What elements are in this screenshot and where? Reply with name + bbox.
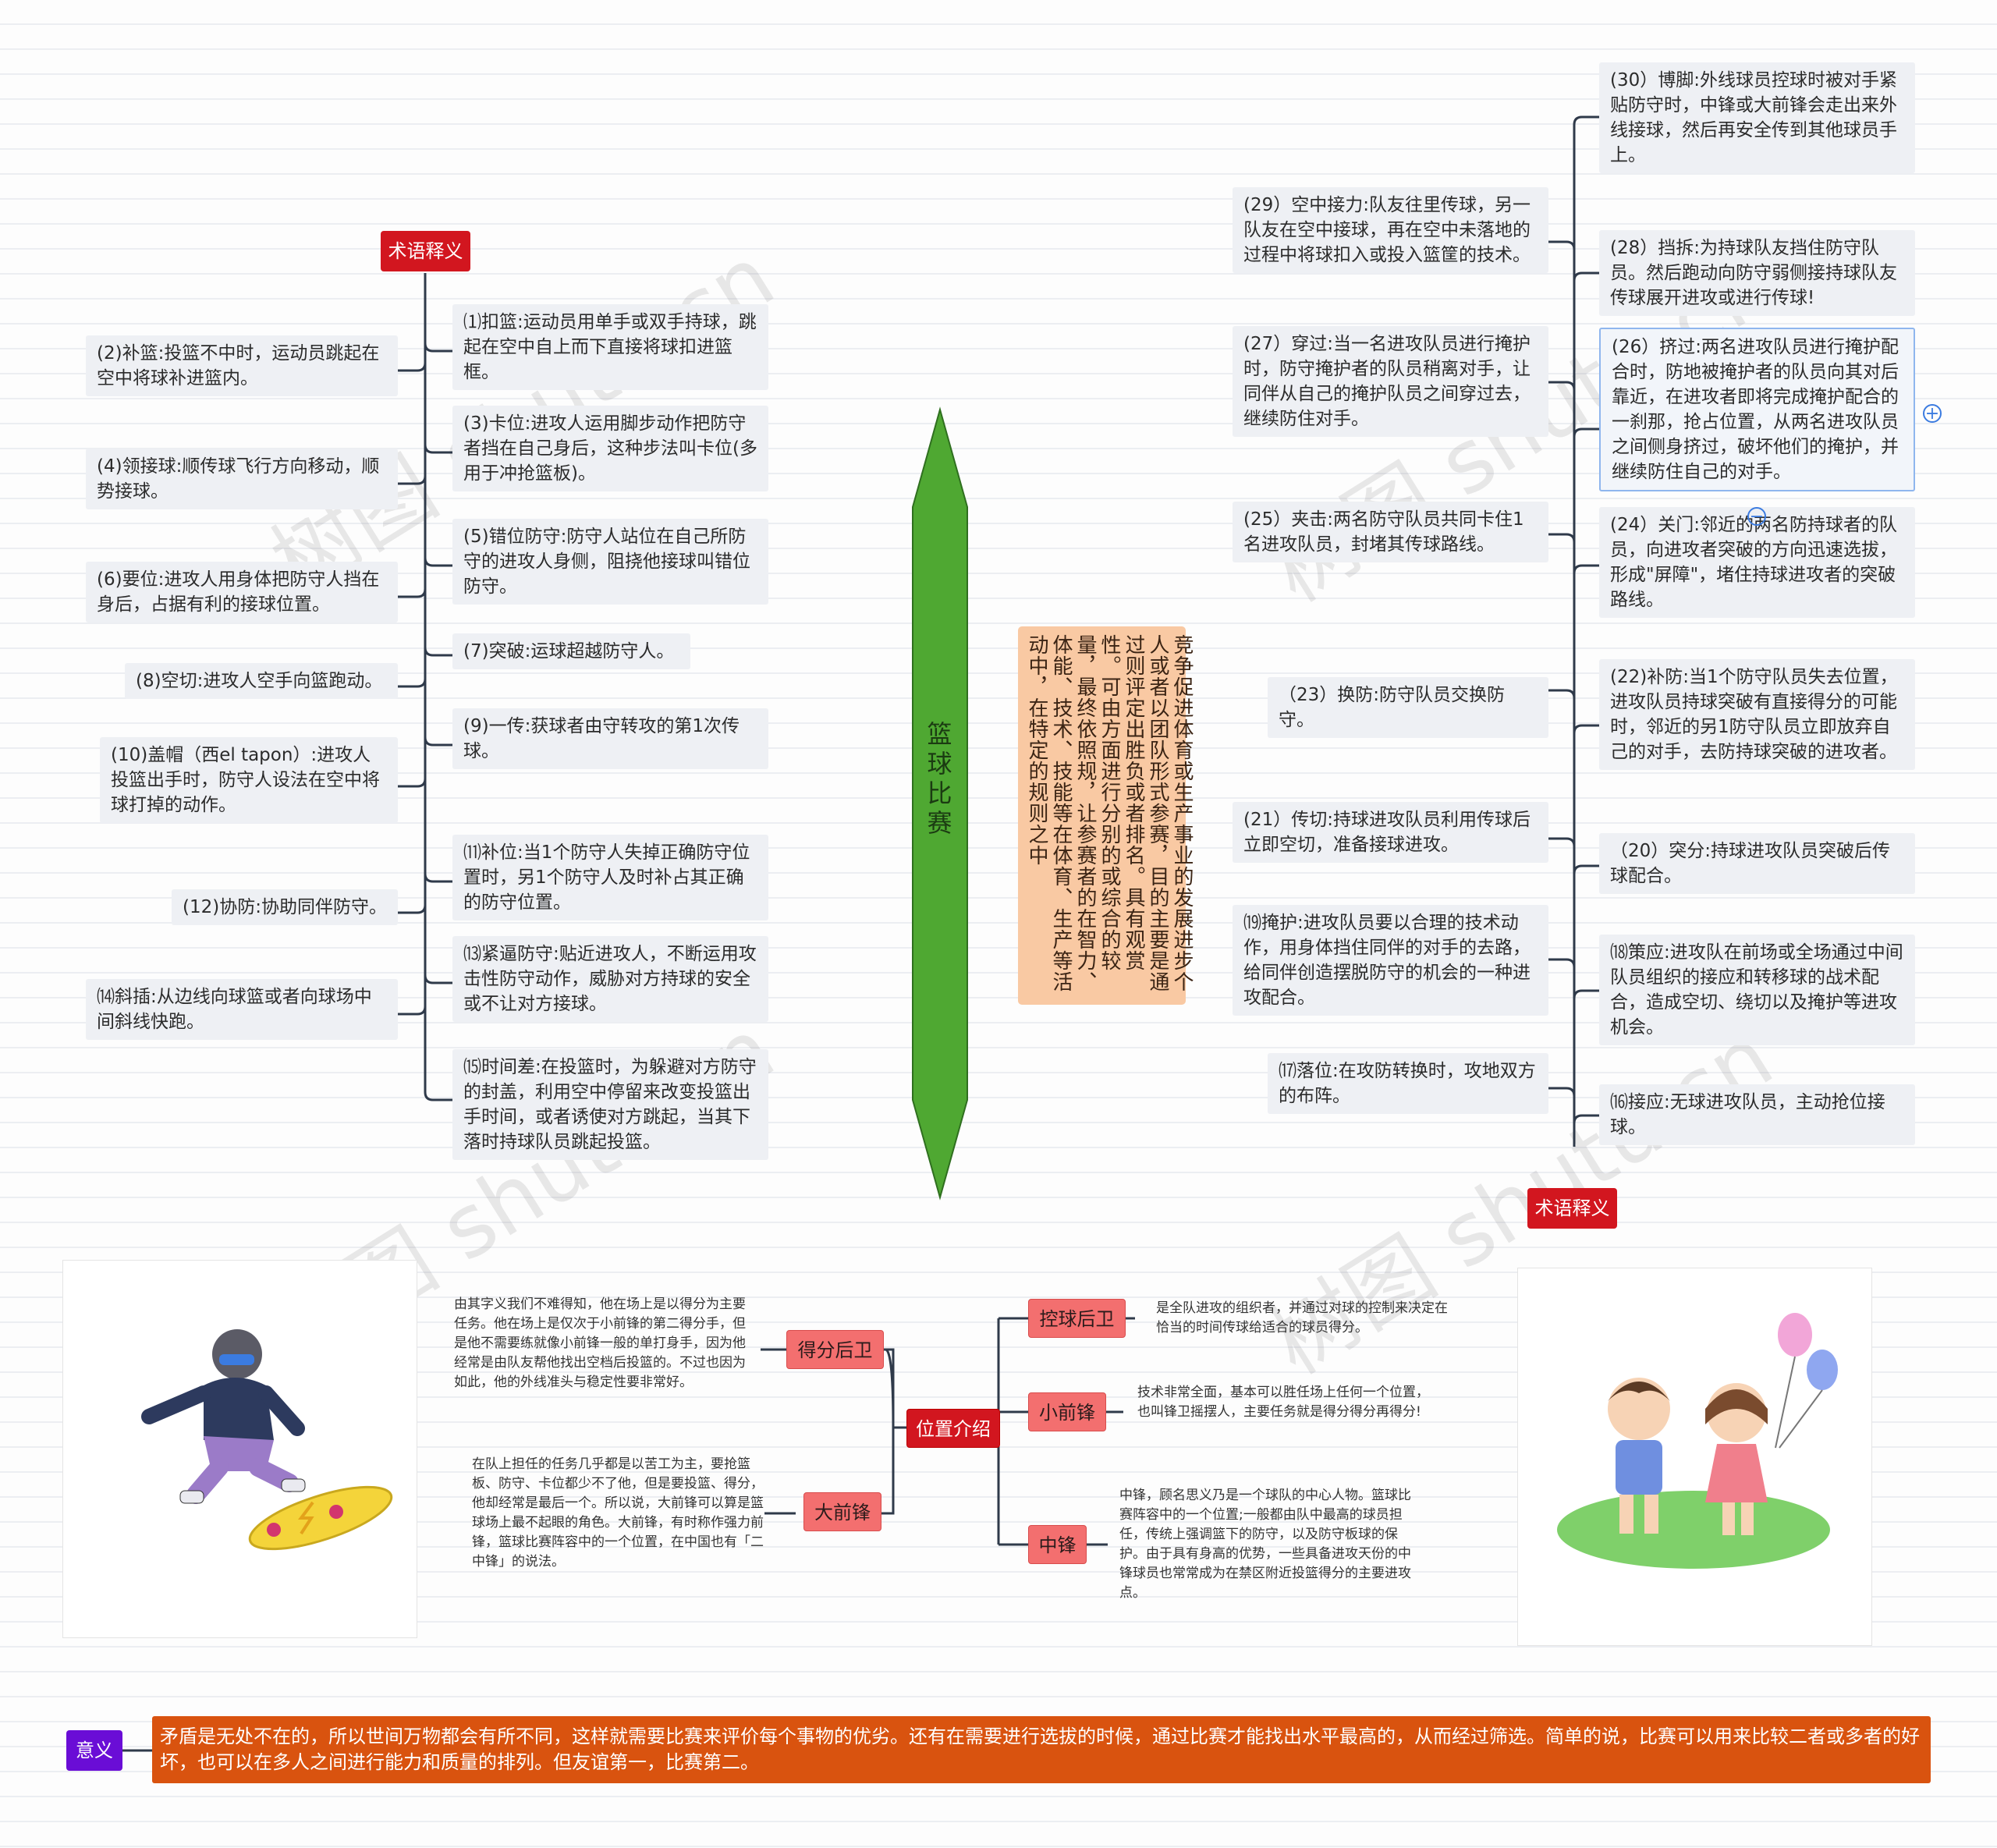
positions-tag[interactable]: 位置介绍 [906,1409,1000,1448]
term-item[interactable]: ⒆掩护:进攻队员要以合理的技术动作，用身体挡住同伴的对手的去路，给同伴创造摆脱防… [1233,905,1548,1016]
position-power-forward[interactable]: 大前锋 [803,1492,881,1531]
skateboarder-illustration [62,1260,417,1638]
center-node-shape [912,406,968,1201]
position-description: 技术非常全面，基本可以胜任场上任何一个位置，也叫锋卫摇摆人，主要任务就是得分得分… [1137,1385,1429,1420]
term-item[interactable]: (6)要位:进攻人用身体把防守人挡在身后，占据有利的接球位置。 [86,562,398,623]
position-description: 在队上担任的任务几乎都是以苦工为主，要抢篮板、防守、卡位都少不了他，但是要投篮、… [472,1456,764,1570]
term-item[interactable]: (21）传切:持球进攻队员利用传球后立即空切，准备接球进攻。 [1233,802,1548,863]
term-item[interactable]: (25）夹击:两名防守队员共同卡住1名进攻队员，封堵其传球路线。 [1233,502,1548,562]
position-description: 中锋，顾名思义乃是一个球队的中心人物。篮球比赛阵容中的一个位置;一般都由队中最高… [1119,1488,1411,1601]
position-center[interactable]: 中锋 [1028,1525,1087,1564]
position-description: 由其字义我们不难得知，他在场上是以得分为主要任务。他在场上是仅次于小前锋的第二得… [454,1296,746,1390]
term-item[interactable]: (4)领接球:顺传球飞行方向移动，顺势接球。 [86,449,398,509]
plus-circle-icon[interactable]: + [1923,404,1942,423]
term-item[interactable]: ⒀紧逼防守:贴近进攻人，不断运用攻击性防守动作，威胁对方持球的安全或不让对方接球… [452,936,768,1022]
term-definition-tag-left[interactable]: 术语释义 [381,231,470,271]
term-item[interactable]: ⑴扣篮:运动员用单手或双手持球，跳起在空中自上而下直接将球扣进篮框。 [452,304,768,390]
meaning-connector [122,1749,152,1752]
meaning-text[interactable]: 矛盾是无处不在的，所以世间万物都会有所不同，这样就需要比赛来评价每个事物的优劣。… [152,1716,1931,1783]
term-item[interactable]: ⑾补位:当1个防守人失掉正确防守位置时，另1个防守人及时补占其正确的防守位置。 [452,835,768,920]
term-item[interactable]: （20）突分:持球进攻队员突破后传球配合。 [1599,833,1915,894]
term-item[interactable]: (5)错位防守:防守人站位在自己所防守的进攻人身侧，阻挠他接球叫错位防守。 [452,519,768,605]
center-description: 竞争促进体育或生产事业的发展进步个人或者以团队形式参赛，目的主要是通过则评定出胜… [1018,626,1194,1005]
position-description: 是全队进攻的组织者，并通过对球的控制来决定在恰当的时间传球给适合的球员得分。 [1156,1300,1448,1335]
term-item[interactable]: (28）挡拆:为持球队友挡住防守队员。然后跑动向防守弱侧接持球队友传球展开进攻或… [1599,230,1915,316]
term-item[interactable]: ⒂时间差:在投篮时，为躲避对方防守的封盖，利用空中停留来改变投篮出手时间，或者诱… [452,1049,768,1160]
term-item[interactable]: (12)协防:协助同伴防守。 [172,889,398,925]
term-item[interactable]: (27）穿过:当一名进攻队员进行掩护时，防守掩护者的队员稍离对手，让同伴从自己的… [1233,326,1548,437]
position-small-forward[interactable]: 小前锋 [1028,1392,1106,1431]
term-definition-tag-right[interactable]: 术语释义 [1527,1188,1617,1229]
position-shooting-guard[interactable]: 得分后卫 [786,1330,884,1369]
minus-circle-icon[interactable]: − [1747,507,1766,526]
center-description-text: 竞争促进体育或生产事业的发展进步个人或者以团队形式参赛，目的主要是通过则评定出胜… [1025,634,1194,992]
term-item[interactable]: ⒁斜插:从边线向球篮或者向球场中间斜线快跑。 [86,979,398,1040]
term-item[interactable]: (30）博脚:外线球员控球时被对手紧贴防守时，中锋或大前锋会走出来外线接球，然后… [1599,62,1915,173]
term-item[interactable]: ⒄落位:在攻防转换时，攻地双方的布阵。 [1268,1053,1548,1114]
term-item[interactable]: (10)盖帽（西el tapon）:进攻人投篮出手时，防守人设法在空中将球打掉的… [100,737,398,823]
term-item[interactable]: (2)补篮:投篮不中时，运动员跳起在空中将球补进篮内。 [86,335,398,396]
term-item[interactable]: (3)卡位:进攻人运用脚步动作把防守者挡在自己身后，这种步法叫卡位(多用于冲抢篮… [452,406,768,491]
children-with-balloons-illustration [1517,1268,1872,1646]
term-item[interactable]: (7)突破:运球超越防守人。 [452,633,690,669]
position-point-guard[interactable]: 控球后卫 [1028,1299,1126,1338]
term-item[interactable]: (9)一传:获球者由守转攻的第1次传球。 [452,708,768,769]
term-item[interactable]: (22)补防:当1个防守队员失去位置，进攻队员持球突破有直接得分的可能时，邻近的… [1599,659,1915,770]
meaning-tag[interactable]: 意义 [66,1730,122,1771]
term-item[interactable]: (24）关门:邻近的两名防持球者的队员，向进攻者突破的方向迅速选拔，形成"屏障"… [1599,507,1915,618]
term-item[interactable]: （23）换防:防守队员交换防守。 [1268,677,1548,738]
term-item[interactable]: ⒅策应:进攻队在前场或全场通过中间队员组织的接应和转移球的战术配合，造成空切、绕… [1599,935,1915,1045]
term-item-selected[interactable]: (26）挤过:两名进攻队员进行掩护配合时，防地被掩护者的队员向其对后靠近，在进攻… [1599,328,1915,491]
term-item[interactable]: (8)空切:进攻人空手向篮跑动。 [125,663,398,699]
term-item[interactable]: ⒃接应:无球进攻队员，主动抢位接球。 [1599,1084,1915,1145]
center-node-title[interactable]: 篮球比赛 [923,721,953,839]
term-item[interactable]: (29）空中接力:队友往里传球，另一队友在空中接球，再在空中未落地的过程中将球扣… [1233,187,1548,273]
